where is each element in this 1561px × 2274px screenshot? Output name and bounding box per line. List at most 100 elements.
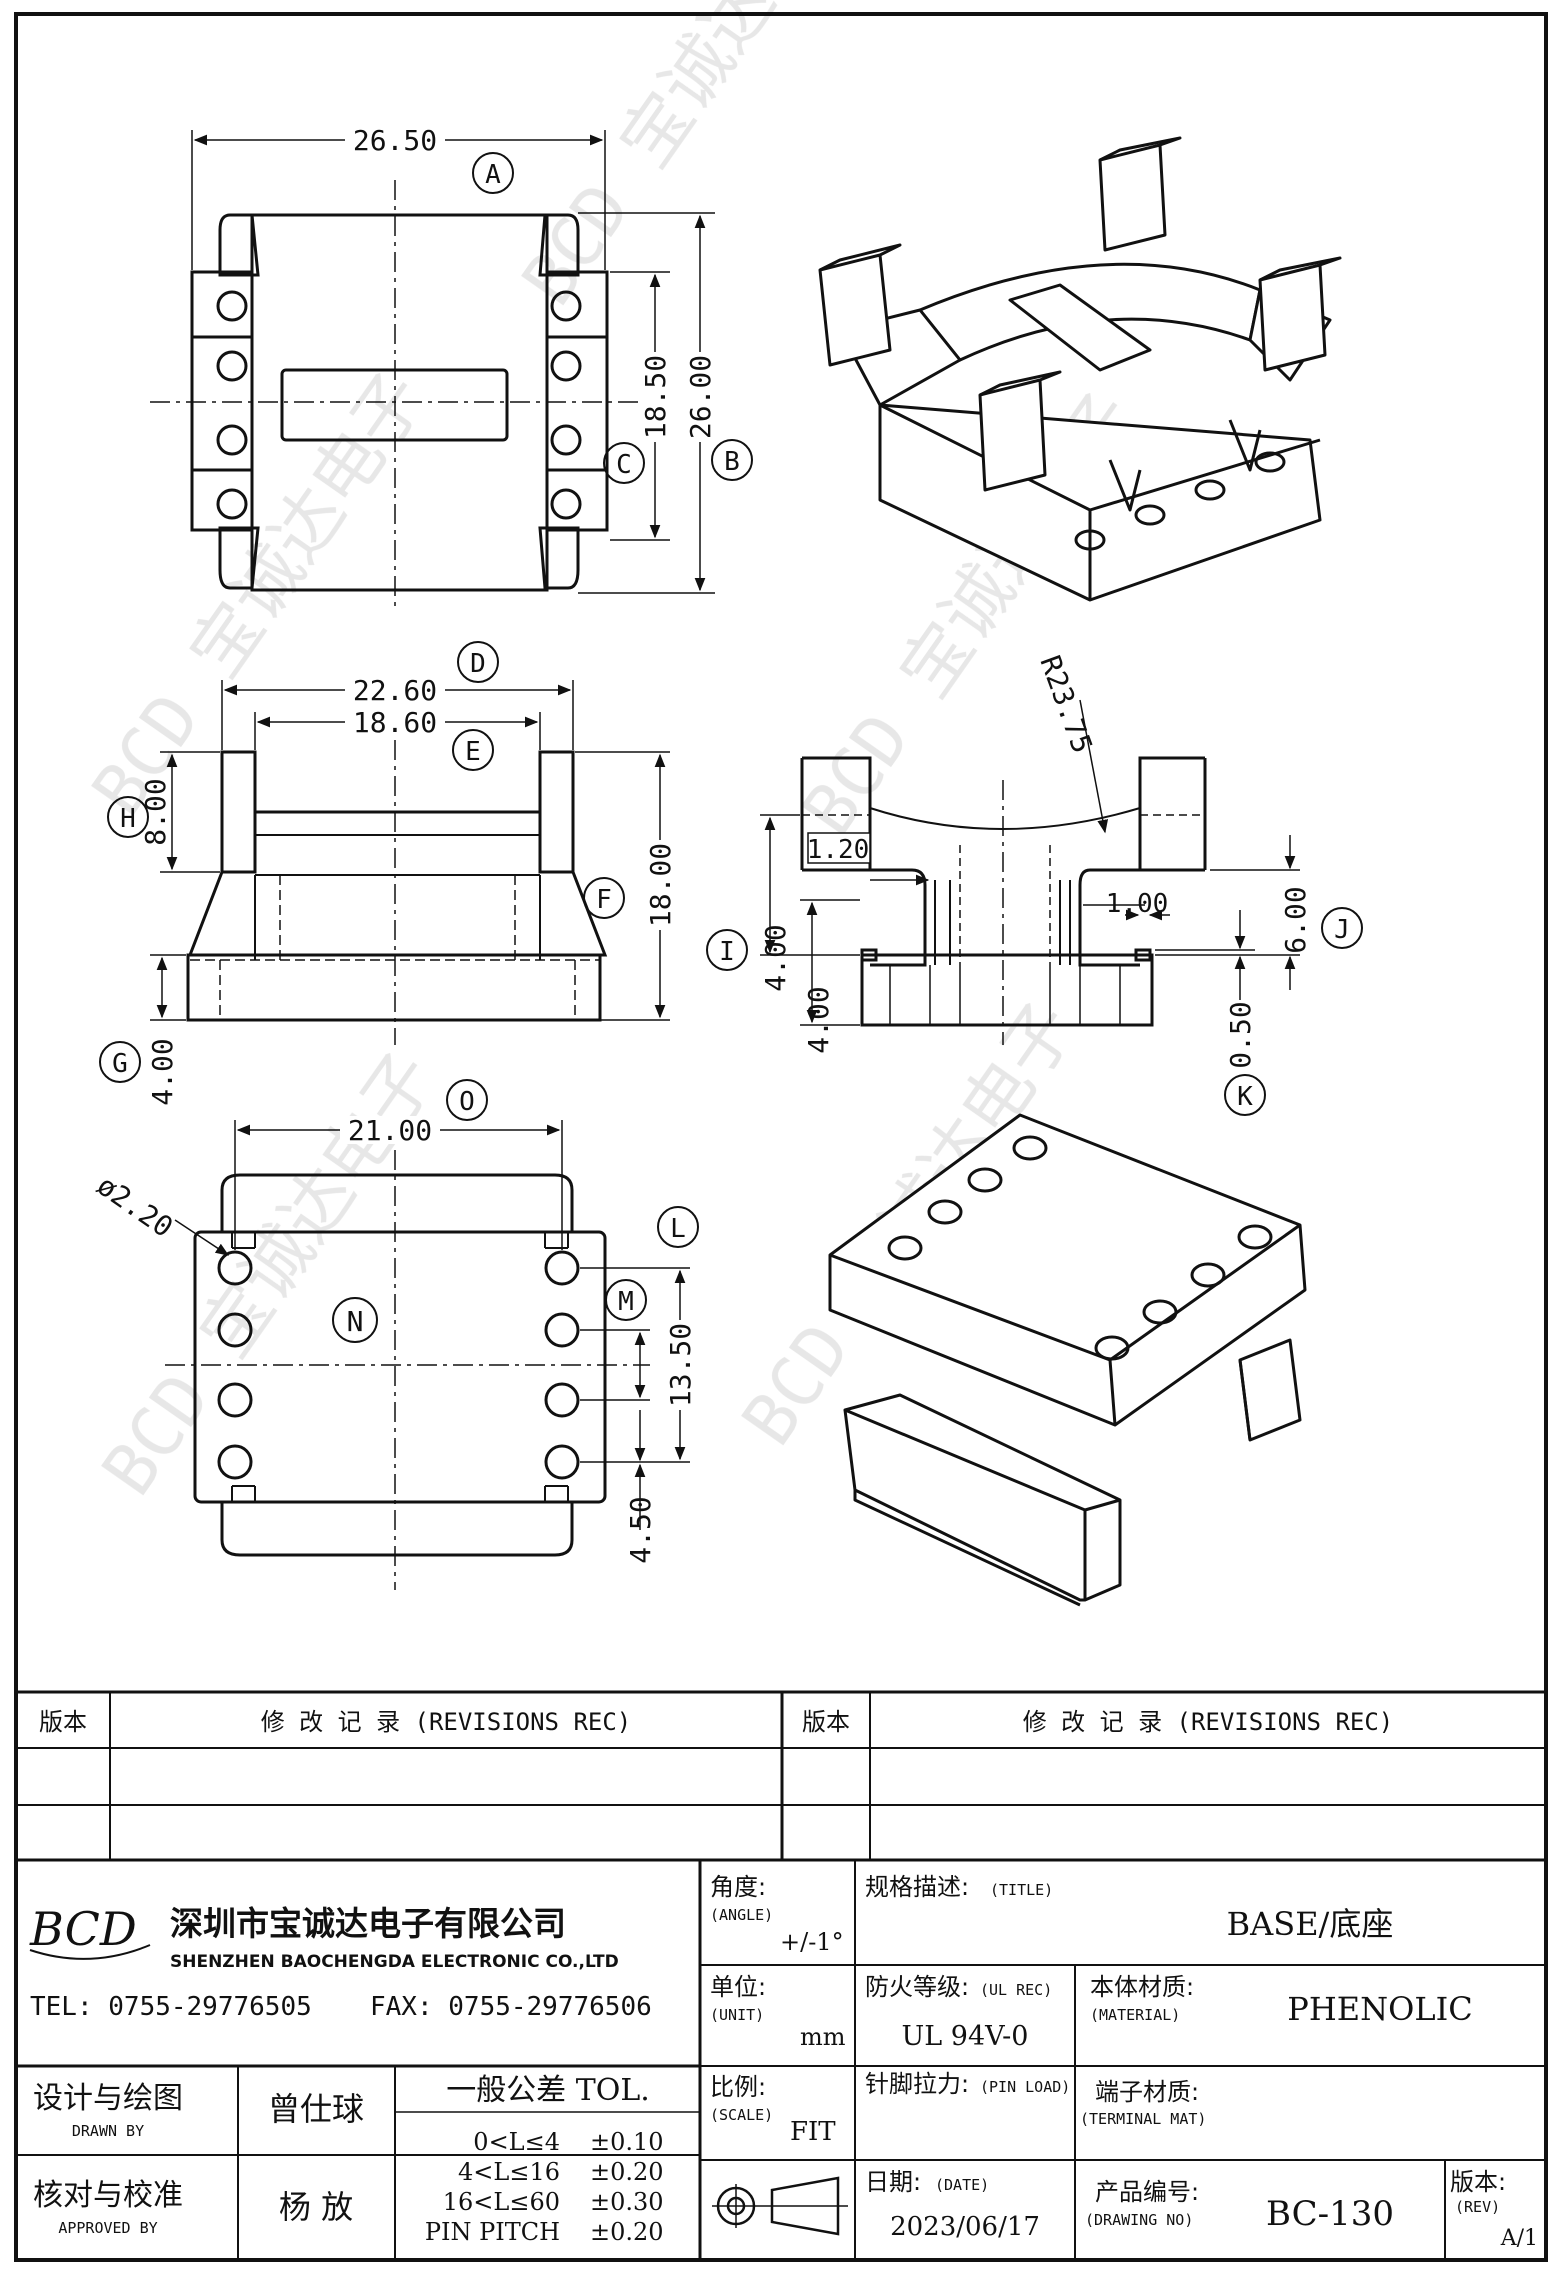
company-fax: FAX: 0755-29776506 bbox=[370, 1992, 652, 2022]
title-value: BASE/底座 bbox=[1227, 1905, 1394, 1943]
title-block bbox=[16, 1690, 1546, 2260]
label-n: N bbox=[347, 1305, 364, 1338]
bottom-view bbox=[165, 1079, 699, 1590]
approver-label: 核对与校准 bbox=[33, 2178, 183, 2213]
label-a: A bbox=[485, 160, 501, 190]
top-view-pins bbox=[192, 290, 607, 520]
sheet-border bbox=[14, 12, 1548, 2262]
side-view bbox=[706, 699, 1363, 1116]
dim-row: 4.50 bbox=[624, 1496, 657, 1563]
rev-value: A/1 bbox=[1500, 2226, 1538, 2251]
tol-range-2: 4<L≤16 bbox=[458, 2158, 560, 2186]
dim-span: 21.00 bbox=[348, 1114, 432, 1147]
rev-version-header-right: 版本 bbox=[802, 1708, 850, 1736]
scale-value: FIT bbox=[790, 2117, 836, 2147]
label-m: M bbox=[618, 1287, 634, 1317]
terminal-label: 端子材质: bbox=[1095, 2078, 1199, 2106]
dim-radius: R23.75 bbox=[1033, 651, 1099, 757]
dim-width: 26.50 bbox=[353, 124, 437, 157]
label-f: F bbox=[596, 885, 612, 915]
front-view-labels: 22.60 D 18.60 E 8.00 H 18.00 F 4.00 G bbox=[112, 649, 677, 1106]
tol-value-3: ±0.30 bbox=[590, 2188, 664, 2216]
ul-sub: (UL REC) bbox=[980, 1981, 1052, 1999]
pin-load-label: 针脚拉力: bbox=[865, 2070, 969, 2098]
label-j: J bbox=[1334, 915, 1350, 945]
dim-height: 18.00 bbox=[644, 843, 677, 927]
dim-step: 4.00 bbox=[759, 924, 792, 991]
approver-sub: APPROVED BY bbox=[58, 2219, 157, 2237]
dim-post: 8.00 bbox=[139, 778, 172, 845]
isometric-view-bottom bbox=[828, 1113, 1307, 1607]
bottom-view-holes bbox=[217, 1250, 580, 1480]
drawing-no-label: 产品编号: bbox=[1095, 2178, 1199, 2206]
pin-load-sub: (PIN LOAD) bbox=[980, 2078, 1070, 2096]
top-view-labels: 26.50 A 18.50 C 26.00 B bbox=[345, 124, 740, 480]
material-value: PHENOLIC bbox=[1287, 1990, 1472, 2028]
angle-label: 角度: bbox=[710, 1873, 766, 1901]
company-name-en: SHENZHEN BAOCHENGDA ELECTRONIC CO.,LTD bbox=[170, 1952, 619, 1972]
dim-pitch: 18.50 bbox=[639, 355, 672, 439]
logo-swoosh bbox=[29, 1944, 151, 1960]
isometric-view-top bbox=[818, 136, 1342, 602]
company-tel: TEL: 0755-29776505 bbox=[30, 1992, 312, 2022]
tol-value-1: ±0.10 bbox=[590, 2128, 664, 2156]
company-logo: BCD bbox=[29, 1902, 137, 1956]
designer-sub: DRAWN BY bbox=[72, 2122, 144, 2140]
dim-post-side: 6.00 bbox=[1279, 886, 1312, 953]
date-label: 日期: bbox=[865, 2168, 921, 2196]
tol-value-2: ±0.20 bbox=[590, 2158, 664, 2186]
label-e: E bbox=[465, 737, 481, 767]
dim-slot: 1.00 bbox=[1106, 889, 1169, 919]
ul-value: UL 94V-0 bbox=[902, 2021, 1029, 2052]
dim-base: 4.00 bbox=[802, 986, 835, 1053]
rev-record-header-right: 修 改 记 录 (REVISIONS REC) bbox=[1023, 1708, 1394, 1736]
label-h: H bbox=[120, 804, 136, 834]
approver-name: 杨 放 bbox=[279, 2188, 353, 2226]
unit-sub: (UNIT) bbox=[710, 2006, 764, 2024]
date-value: 2023/06/17 bbox=[890, 2212, 1040, 2242]
svg-text:BCD 宝诚达电子: BCD 宝诚达电子 bbox=[87, 1038, 452, 1510]
drawing-no-sub: (DRAWING NO) bbox=[1085, 2211, 1193, 2229]
dim-flange: 4.00 bbox=[146, 1038, 179, 1105]
top-view bbox=[150, 130, 753, 610]
designer-name: 曾仕球 bbox=[268, 2090, 364, 2128]
title-block-text: 版本 修 改 记 录 (REVISIONS REC) 版本 修 改 记 录 (R… bbox=[29, 1708, 1538, 2251]
dim-pin: 0.50 bbox=[1224, 1001, 1257, 1068]
tol-range-1: 0<L≤4 bbox=[473, 2128, 560, 2156]
rev-record-header-left: 修 改 记 录 (REVISIONS REC) bbox=[261, 1708, 632, 1736]
tol-range-4: PIN PITCH bbox=[425, 2218, 560, 2246]
company-name-cn: 深圳市宝诚达电子有限公司 bbox=[170, 1904, 566, 1943]
dim-inner: 18.60 bbox=[353, 706, 437, 739]
tol-value-4: ±0.20 bbox=[590, 2218, 664, 2246]
angle-value: +/-1° bbox=[780, 1928, 844, 1956]
rev-version-header-left: 版本 bbox=[39, 1708, 87, 1736]
tolerance-title: 一般公差 TOL. bbox=[446, 2073, 650, 2108]
dim-depth: 26.00 bbox=[684, 355, 717, 439]
scale-label: 比例: bbox=[710, 2073, 766, 2101]
label-o: O bbox=[459, 1087, 475, 1117]
label-b: B bbox=[724, 447, 740, 477]
label-k: K bbox=[1237, 1082, 1253, 1112]
scale-sub: (SCALE) bbox=[710, 2106, 773, 2124]
unit-value: mm bbox=[800, 2023, 846, 2051]
label-l: L bbox=[670, 1214, 686, 1244]
label-g: G bbox=[112, 1049, 128, 1079]
unit-label: 单位: bbox=[710, 1973, 766, 2001]
front-view bbox=[99, 641, 670, 1083]
ul-label: 防火等级: bbox=[865, 1973, 969, 2001]
angle-sub: (ANGLE) bbox=[710, 1906, 773, 1924]
label-d: D bbox=[470, 649, 486, 679]
svg-text:BCD 宝诚达电子: BCD 宝诚达电子 bbox=[77, 358, 442, 830]
title-label: 规格描述: bbox=[865, 1873, 969, 1901]
drawing-no-value: BC-130 bbox=[1266, 2194, 1394, 2234]
date-sub: (DATE) bbox=[935, 2176, 989, 2194]
label-i: I bbox=[719, 937, 735, 967]
dim-wall: 1.20 bbox=[807, 835, 870, 865]
designer-label: 设计与绘图 bbox=[33, 2081, 183, 2116]
rev-sub: (REV) bbox=[1455, 2198, 1500, 2216]
tol-range-3: 16<L≤60 bbox=[443, 2188, 560, 2216]
label-c: C bbox=[616, 450, 632, 480]
material-label: 本体材质: bbox=[1090, 1973, 1194, 2001]
